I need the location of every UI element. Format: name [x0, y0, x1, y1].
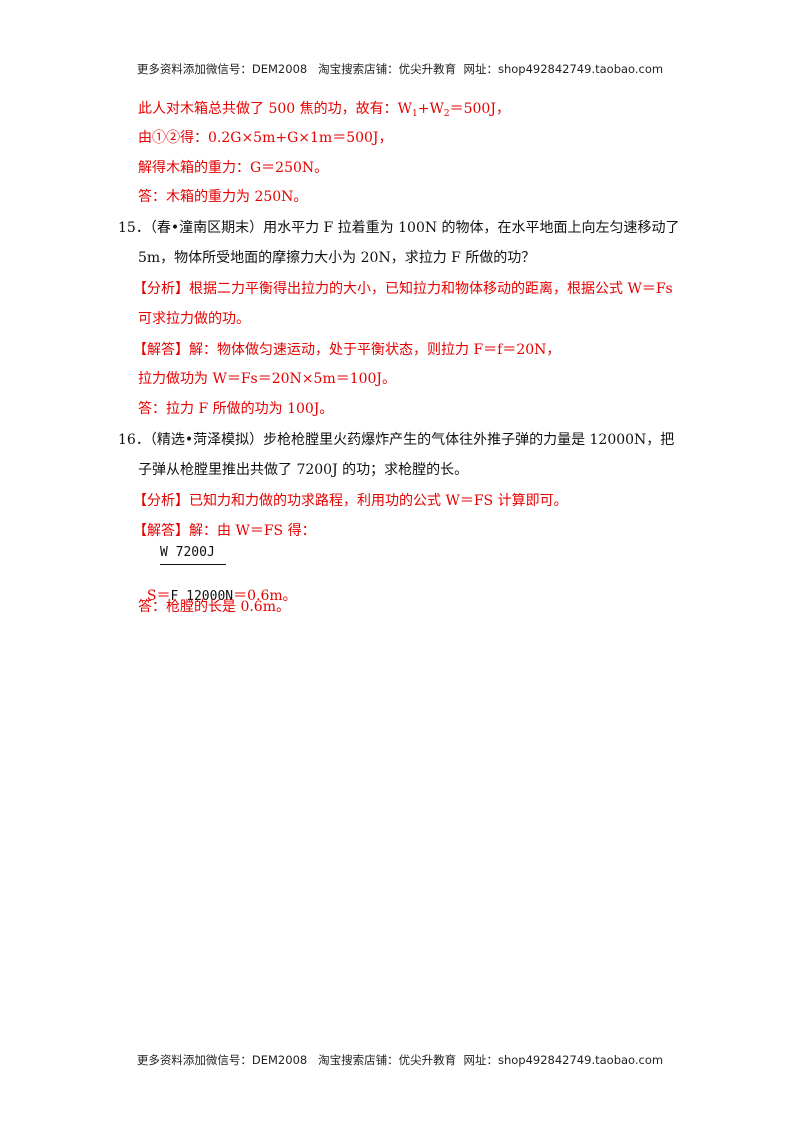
q16-analysis: 【分析】已知力和力做的功求路程，利用功的公式 W＝FS 计算即可。	[133, 493, 568, 509]
fraction-row: S＝F 12000N＝0.6m。	[138, 566, 297, 607]
q15-answer: 答：拉力 F 所做的功为 100J。	[138, 401, 334, 417]
q14-line-3: 解得木箱的重力：G＝250N。	[138, 160, 329, 176]
q15-analysis-line-1: 【分析】根据二力平衡得出拉力的大小，已知拉力和物体移动的距离，根据公式 W＝Fs	[133, 281, 673, 297]
q16-solution-line-1: 【解答】解：由 W＝FS 得：	[133, 523, 316, 539]
q15-question-line-1: 15．（春•潼南区期末）用水平力 F 拉着重为 100N 的物体，在水平地面上向…	[118, 220, 680, 236]
q15-analysis-line-2: 可求拉力做的功。	[138, 311, 250, 327]
q14-line-1: 此人对木箱总共做了 500 焦的功，故有：W1+W2＝500J，	[138, 99, 510, 119]
fraction-result: ＝0.6m。	[233, 588, 297, 604]
q15-solution-line-2: 拉力做功为 W＝Fs＝20N×5m＝100J。	[138, 371, 397, 387]
q14-l1-post: ＝500J，	[449, 101, 510, 117]
q14-line-4: 答：木箱的重力为 250N。	[138, 189, 308, 205]
q14-l1-pre: 此人对木箱总共做了 500 焦的功，故有：W	[138, 101, 413, 117]
q16-question-line-2: 子弹从枪膛里推出共做了 7200J 的功；求枪膛的长。	[138, 462, 469, 478]
q14-l1-sub2: 2	[443, 109, 450, 119]
fraction-denominator: F 12000N	[170, 589, 234, 604]
q16-question-line-1: 16．（精选•菏泽模拟）步枪枪膛里火药爆炸产生的气体往外推子弹的力量是 1200…	[118, 432, 675, 448]
q14-l1-sub1: 1	[412, 109, 418, 119]
q15-question-line-2: 5m，物体所受地面的摩擦力大小为 20N，求拉力 F 所做的功？	[138, 250, 536, 266]
page-header: 更多资料添加微信号：DEM2008 淘宝搜索店铺：优尖升教育 网址：shop49…	[136, 62, 664, 76]
q14-l1-mid: +W	[417, 101, 444, 117]
q15-solution-line-1: 【解答】解：物体做匀速运动，处于平衡状态，则拉力 F＝f＝20N，	[133, 342, 561, 358]
q14-line-2: 由①②得：0.2G×5m+G×1m＝500J，	[138, 130, 393, 146]
fraction-bar	[160, 564, 226, 565]
page-footer: 更多资料添加微信号：DEM2008 淘宝搜索店铺：优尖升教育 网址：shop49…	[136, 1053, 664, 1067]
fraction-numerator: W 7200J	[160, 545, 215, 560]
q16-answer: 答：枪膛的长是 0.6m。	[138, 599, 290, 615]
fraction-prefix: S＝	[146, 588, 171, 604]
